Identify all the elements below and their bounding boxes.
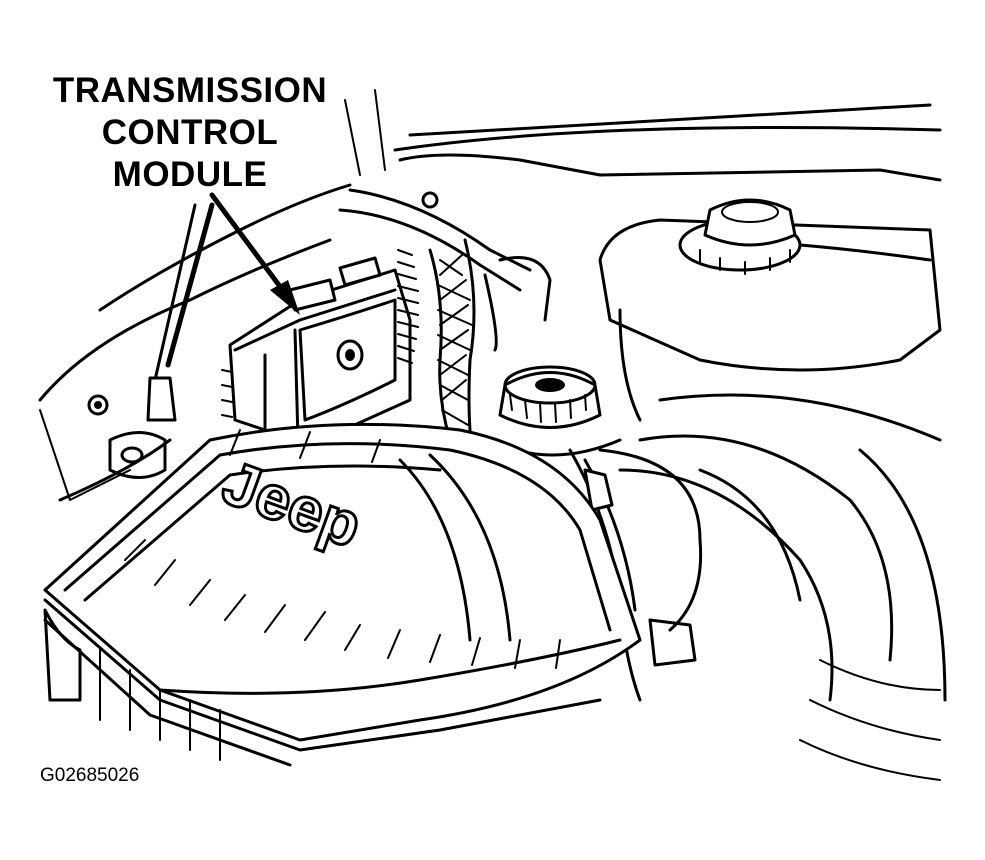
oil-filler-cap (488, 365, 622, 457)
bracket-left (87, 394, 167, 479)
air-cleaner-cover (43, 422, 642, 767)
callout-line-3: MODULE (112, 155, 268, 194)
transmission-control-module (221, 249, 419, 447)
arrow-pointer-icon (209, 192, 300, 315)
callout-line-1: TRANSMISSION (52, 71, 328, 110)
figure-id: G02685026 (40, 765, 140, 786)
coolant-reservoir (598, 198, 942, 422)
callout-label: TRANSMISSION CONTROL MODULE (40, 70, 340, 196)
wire-loom (338, 188, 552, 442)
hood-prop-rod (146, 202, 215, 422)
callout-line-2: CONTROL (101, 113, 279, 152)
air-intake-tube (618, 393, 947, 781)
